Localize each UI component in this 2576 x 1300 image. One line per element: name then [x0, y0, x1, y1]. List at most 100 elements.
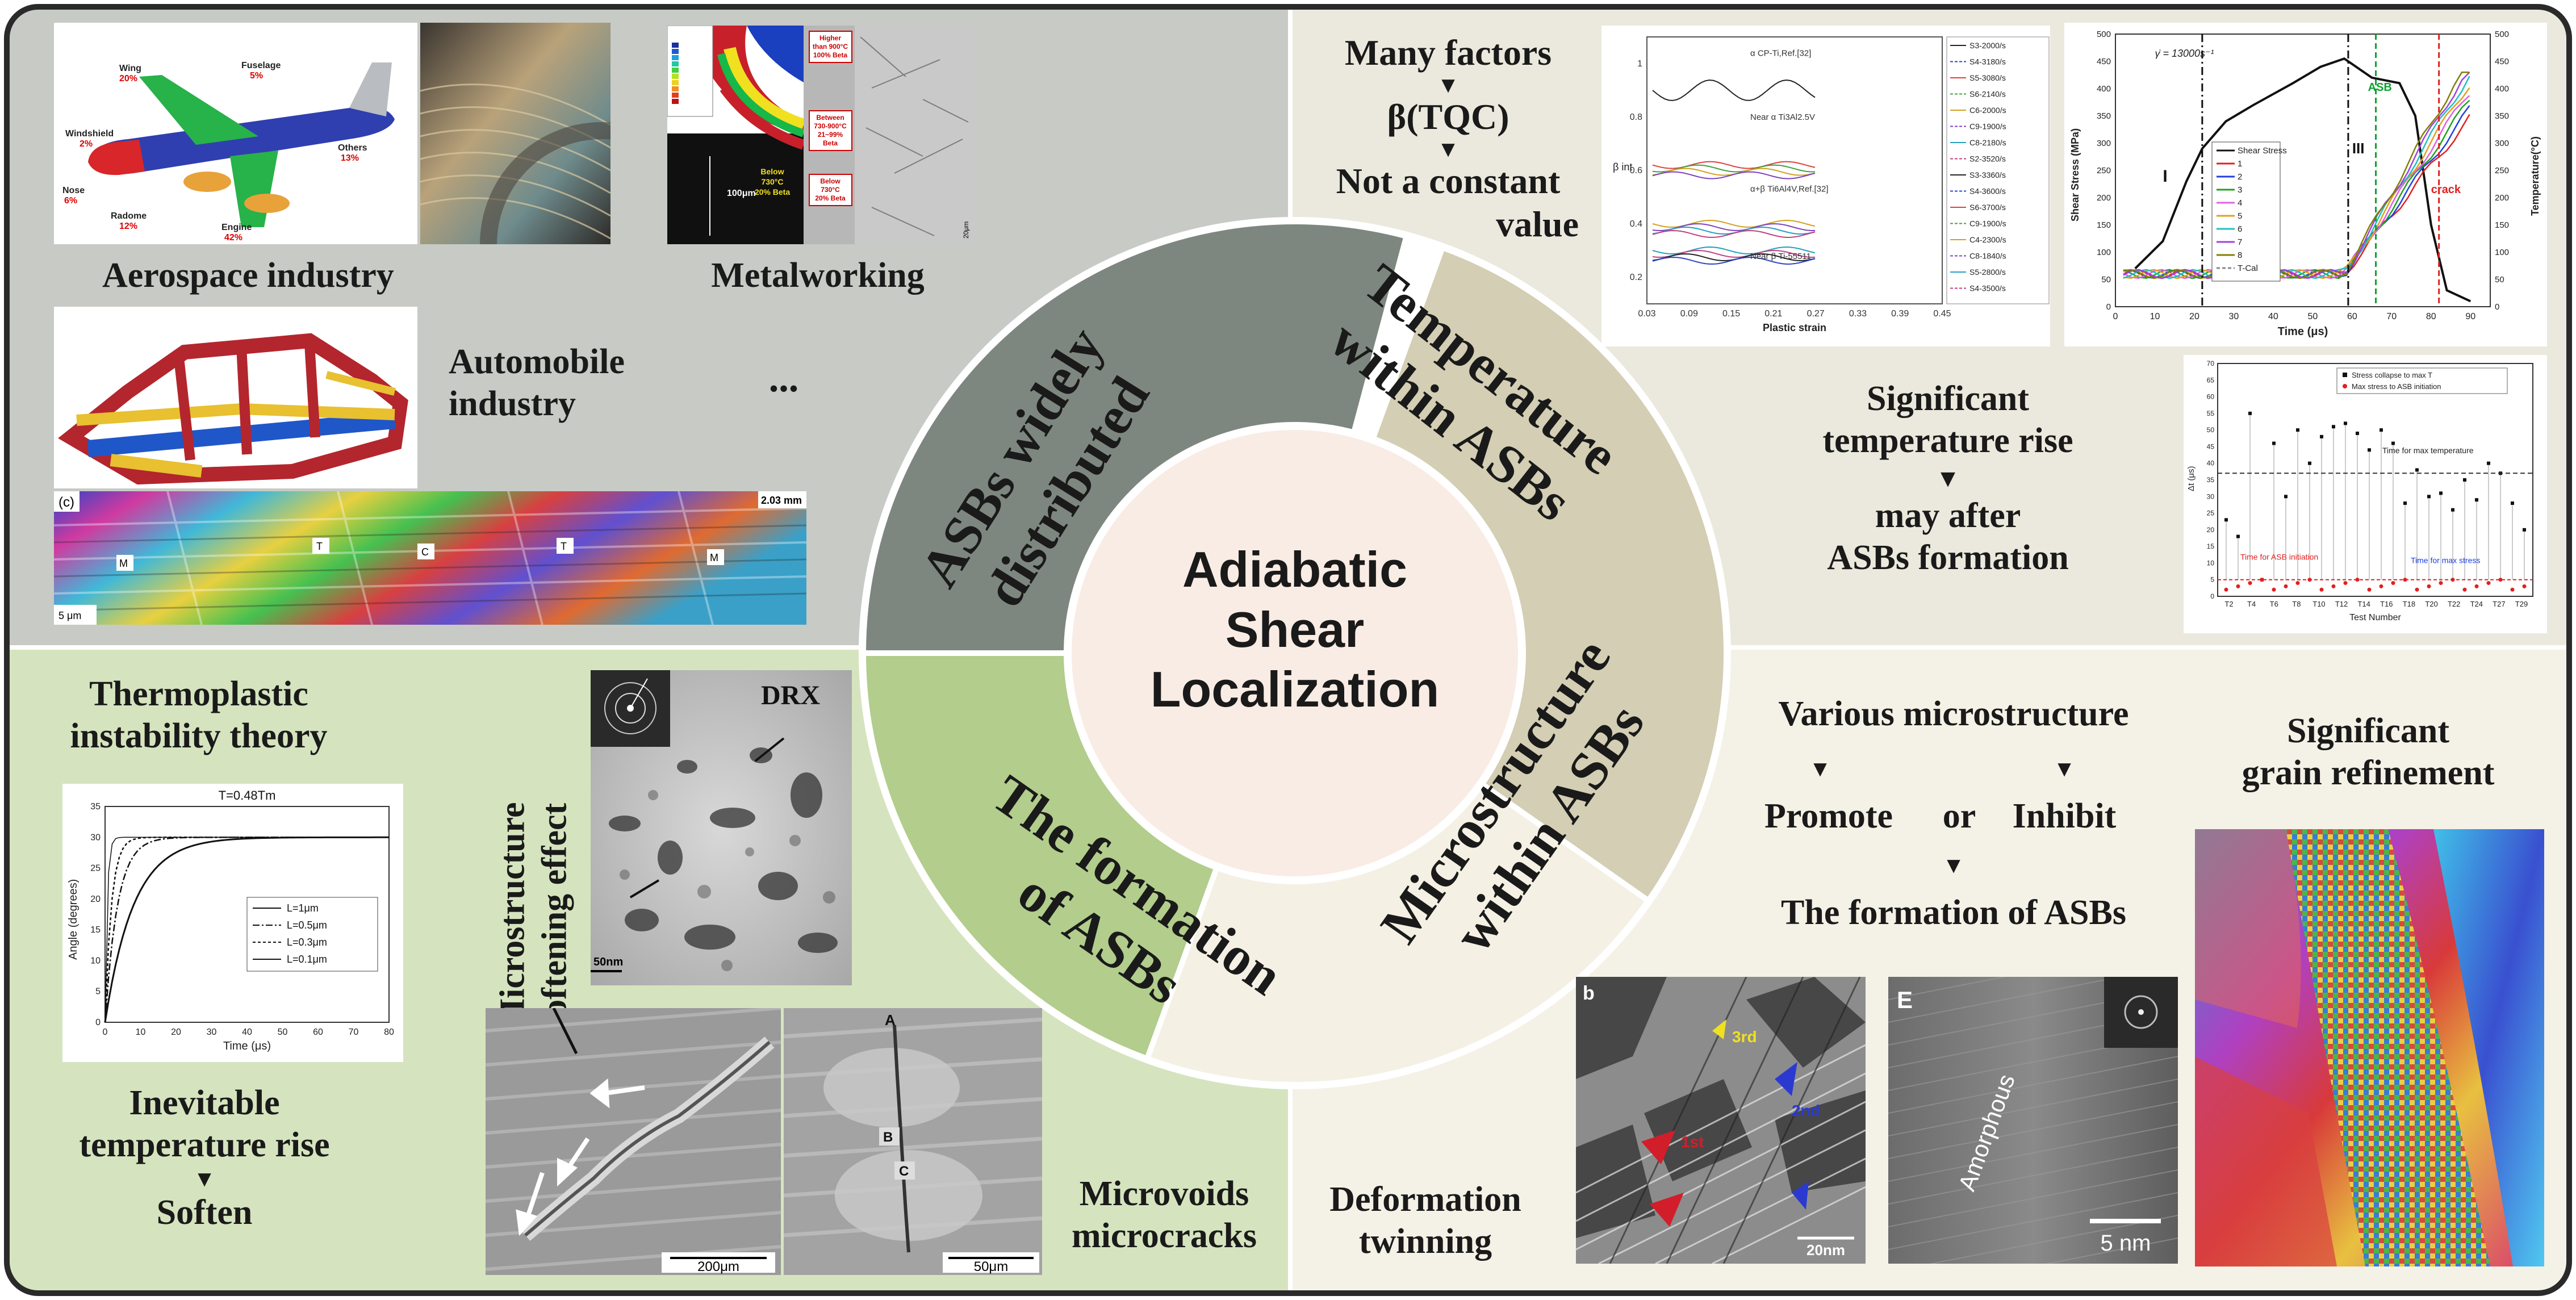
dt-point-max-t	[2332, 425, 2335, 429]
dt-point-max-t	[2403, 501, 2407, 505]
metal-label-below3: 20% Beta	[815, 194, 846, 202]
plane-label-others: Others	[338, 143, 367, 153]
angle-plot-title: T=0.48Tm	[219, 788, 276, 802]
plane-label-windshield-pct: 2%	[80, 139, 93, 149]
twinning-line2: twinning	[1358, 1222, 1492, 1261]
beta-legend-label: S5-3080/s	[1969, 73, 2006, 82]
dt-ylabel: Δt (μs)	[2186, 466, 2196, 492]
dt-point-asb	[2474, 584, 2479, 588]
stress-y2tick: 250	[2495, 166, 2509, 175]
beta-legend-label: S4-3500/s	[1969, 284, 2006, 293]
plane-label-nose-pct: 6%	[64, 196, 77, 206]
factors-arrow2: ▼	[1437, 136, 1460, 162]
dt-legend-2: Max stress to ASB initiation	[2352, 382, 2441, 391]
metal-scale-20um: 20μm	[962, 221, 970, 239]
dt-xtick: T14	[2357, 600, 2370, 608]
deformation-twinning-text: Deformation twinning	[1295, 1178, 1556, 1263]
stress-ytick: 250	[2097, 166, 2111, 175]
dt-point-max-t	[2511, 501, 2514, 505]
plane-label-wing-pct: 20%	[119, 74, 137, 83]
dt-point-max-t	[2272, 441, 2276, 445]
temperature-curve	[2123, 87, 2470, 279]
beta-legend-label: S3-2000/s	[1969, 41, 2006, 50]
rise-line3: may after	[1875, 496, 2021, 535]
stress-legend-label: 7	[2238, 237, 2242, 247]
inevitable-rise-text: Inevitable temperature rise ▼ Soften	[51, 1082, 358, 1234]
beta-xtick: 0.21	[1764, 309, 1782, 319]
stress-y2tick: 500	[2495, 30, 2509, 39]
dt-note-max-temp: Time for max temperature	[2382, 446, 2474, 455]
stress-y2tick: 400	[2495, 84, 2509, 94]
beta-curve	[1652, 229, 1816, 238]
center-title: Adiabatic Shear Localization	[1096, 540, 1494, 720]
factors-line3: Not a constant	[1336, 160, 1561, 201]
beta-ytick: 0.2	[1630, 273, 1642, 282]
beta-curve	[1652, 223, 1816, 231]
beta-annotation: Near α Ti3Al2.5V	[1750, 112, 1815, 122]
beta-legend-box	[1946, 36, 2050, 304]
factors-arrow1: ▼	[1437, 72, 1460, 98]
angle-legend-label: L=1μm	[287, 902, 319, 914]
beta-curve	[1652, 171, 1816, 179]
dt-ytick: 5	[2210, 576, 2214, 584]
angle-xtick: 60	[313, 1027, 323, 1037]
stress-xtick: 90	[2465, 312, 2475, 321]
beta-legend-label: S4-3180/s	[1969, 57, 2006, 66]
rise-arrow: ▼	[1935, 464, 1960, 492]
stress-xtick: 60	[2347, 312, 2357, 321]
stress-rate-label: γ̇ = 13000s⁻¹	[2155, 48, 2214, 59]
dt-point-asb	[2510, 587, 2515, 592]
dt-point-asb	[2439, 581, 2443, 586]
dt-point-max-t	[2308, 461, 2311, 465]
dt-xtick: T12	[2335, 600, 2348, 608]
dt-point-max-t	[2523, 528, 2526, 532]
metal-label-higher3: 100% Beta	[813, 51, 847, 59]
stress-legend-label: 1	[2238, 159, 2242, 169]
dt-xtick: T2	[2224, 600, 2233, 608]
dt-legend-marker-1	[2343, 373, 2347, 377]
plane-label-fuselage: Fuselage	[241, 61, 281, 70]
stress-xtick: 0	[2113, 312, 2118, 321]
stress-y2tick: 0	[2495, 302, 2499, 312]
dt-point-asb	[2522, 584, 2527, 588]
dt-ytick: 20	[2207, 526, 2215, 534]
metal-label-between4: Beta	[823, 139, 838, 147]
or-label: or	[1942, 797, 1976, 835]
plane-label-radome: Radome	[111, 211, 147, 221]
beta-curve	[1652, 249, 1816, 258]
turbine-blades-photo	[420, 23, 610, 244]
plane-label-wing: Wing	[119, 64, 141, 73]
dt-point-asb	[2427, 584, 2431, 588]
ebsd-label-m1: M	[119, 558, 128, 569]
dt-point-max-t	[2320, 434, 2323, 438]
dt-point-asb	[2391, 581, 2395, 586]
twin-label-1st: 1st	[1681, 1133, 1704, 1151]
dt-point-max-t	[2451, 508, 2454, 512]
plane-label-engine: Engine	[221, 223, 252, 232]
stress-legend-label: Shear Stress	[2238, 146, 2287, 156]
metal-inner-below: Below	[760, 167, 784, 176]
plane-label-windshield: Windshield	[65, 129, 114, 139]
theory-line1: Thermoplastic	[89, 675, 308, 713]
sem-scale-50um: 50μm	[974, 1259, 1009, 1274]
dt-point-asb	[2319, 587, 2324, 592]
metalworking-simulation-image: Higher than 900°C 100% Beta Between 730-…	[667, 26, 977, 244]
plane-label-others-pct: 13%	[341, 153, 359, 163]
dt-ytick: 35	[2207, 476, 2215, 484]
promote-label: Promote	[1764, 797, 1893, 835]
beta-ytick: 0.8	[1630, 112, 1642, 122]
various-microstructure-label: Various microstructure	[1778, 695, 2129, 733]
plane-label-fuselage-pct: 5%	[250, 71, 263, 81]
beta-ylabel: β int	[1613, 161, 1632, 173]
stress-xtick: 20	[2189, 312, 2199, 321]
temperature-curve	[2123, 76, 2470, 279]
dt-point-max-t	[2356, 432, 2359, 435]
angle-xtick: 30	[207, 1027, 217, 1037]
metal-label-below: Below	[820, 177, 840, 185]
beta-xtick: 0.39	[1891, 309, 1909, 319]
stress-ytick: 100	[2097, 248, 2111, 257]
beta-legend-label: C9-1900/s	[1969, 122, 2006, 131]
angle-xtick: 0	[103, 1027, 108, 1037]
